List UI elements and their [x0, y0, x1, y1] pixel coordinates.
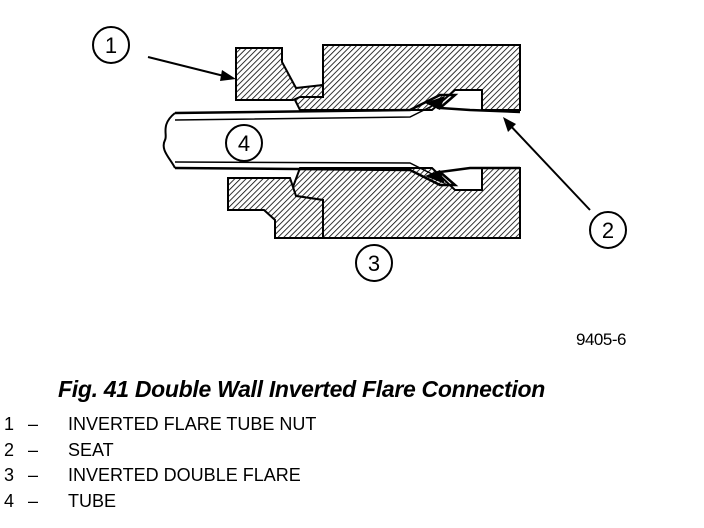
- legend-number: 1: [4, 414, 15, 434]
- tube: [162, 93, 521, 187]
- legend-item: 2– SEAT: [4, 438, 316, 464]
- svg-text:2: 2: [602, 218, 614, 243]
- legend-dash: –: [28, 490, 39, 511]
- inverted-flare-tube-nut: [227, 47, 324, 239]
- legend-item: 4– TUBE: [4, 489, 316, 515]
- legend-list: 1–INVERTED FLARE TUBE NUT 2–SEAT 3–INVER…: [4, 412, 316, 514]
- legend-item: 3– INVERTED DOUBLE FLARE: [4, 463, 316, 489]
- legend-number: 2: [4, 439, 15, 460]
- callout-4: 4: [225, 124, 263, 162]
- legend-item: 1– INVERTED FLARE TUBE NUT: [4, 412, 316, 438]
- callout-2: 2: [503, 117, 627, 249]
- flare-connection-diagram: 1 2 3 4: [92, 26, 627, 282]
- legend-number: 3: [4, 465, 15, 485]
- callout-1: 1: [92, 26, 236, 81]
- seat-fitting-body: [288, 44, 521, 239]
- legend-dash: –: [28, 439, 39, 460]
- legend-number: 4: [4, 490, 15, 511]
- figure-caption: Fig. 41 Double Wall Inverted Flare Conne…: [58, 376, 546, 402]
- legend-text: TUBE: [68, 490, 117, 511]
- legend-dash: –: [28, 465, 39, 485]
- legend-text: SEAT: [68, 439, 114, 460]
- svg-text:3: 3: [368, 251, 380, 276]
- legend-text: INVERTED FLARE TUBE NUT: [68, 414, 317, 434]
- legend-dash: –: [28, 414, 39, 434]
- svg-text:4: 4: [238, 131, 250, 156]
- svg-text:1: 1: [105, 33, 117, 58]
- callout-3: 3: [355, 244, 393, 282]
- legend-text: INVERTED DOUBLE FLARE: [68, 465, 301, 485]
- figure-code: 9405-6: [576, 330, 626, 349]
